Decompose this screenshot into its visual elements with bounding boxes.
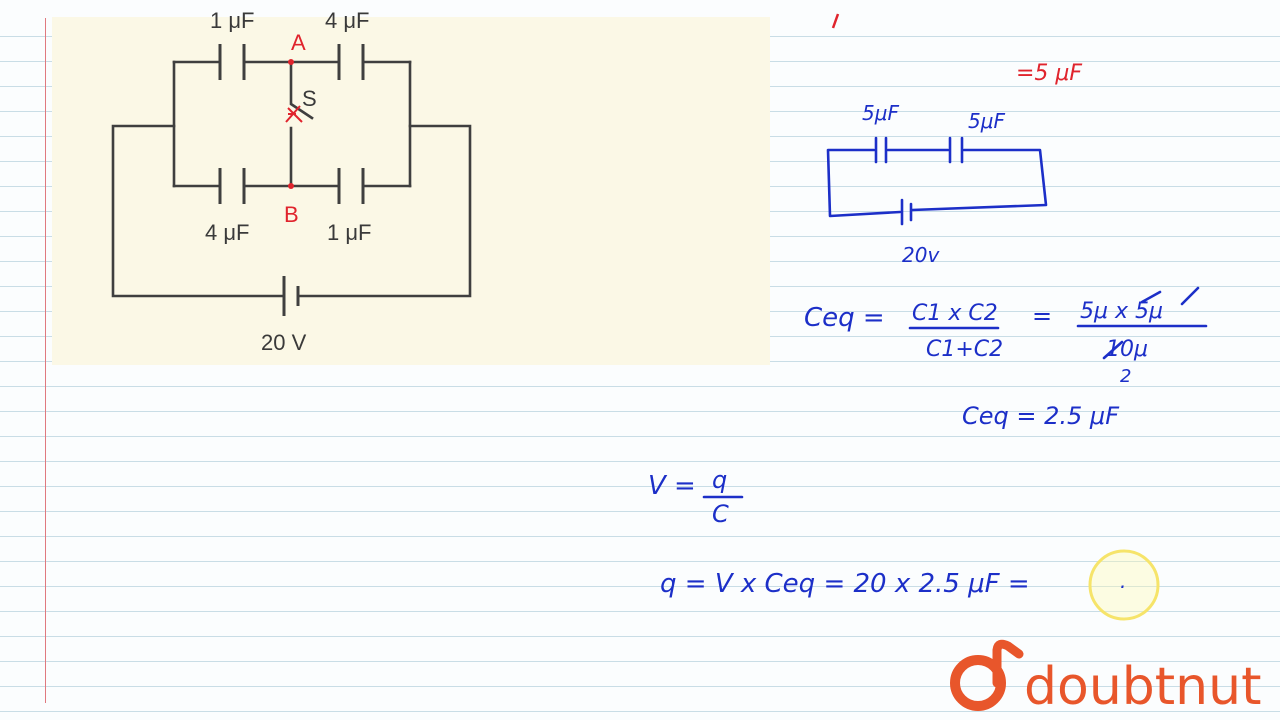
eq-battery-label: 20v (902, 243, 940, 267)
ceq-numerator: C1 x C2 (912, 301, 998, 326)
v-denominator: C (712, 500, 729, 528)
top-result: =5 μF (1016, 61, 1082, 86)
cap-top-right-label: 4 μF (325, 8, 369, 33)
red-stroke-mark (831, 13, 840, 29)
node-a-label: A (291, 30, 306, 55)
ceq-equals: = (1032, 302, 1052, 330)
ceq-lhs: Ceq = (804, 303, 885, 333)
cancel-strokes (1102, 286, 1200, 360)
battery-label: 20 V (261, 330, 307, 355)
ceq-simplified-denominator: 2 (1120, 366, 1131, 387)
circuit-diagram: 1 μF 4 μF 4 μF 1 μF 20 V A B S (111, 8, 472, 355)
switch-cross-mark (285, 105, 303, 123)
cap-bottom-right-label: 1 μF (327, 220, 371, 245)
doubtnut-logo-icon (950, 639, 1024, 711)
cursor-highlight (1088, 549, 1160, 621)
eq-cap-right-label: 5μF (968, 109, 1005, 133)
q-dot: . (1120, 569, 1126, 593)
ceq-result: Ceq = 2.5 μF (962, 402, 1120, 430)
wire-outer (111, 124, 472, 298)
logo-wordmark: doubtnut (1024, 657, 1261, 717)
margin-line (45, 18, 46, 703)
wire-switch (289, 60, 314, 188)
cap-top-left-label: 1 μF (210, 8, 254, 33)
q-equation: q = V x Ceq = 20 x 2.5 μF = (660, 569, 1030, 599)
ceq-numerator-values: 5μ x 5μ (1080, 299, 1163, 324)
v-lhs: V = (648, 471, 696, 501)
handwritten-notes: =5 μF 5μF 5μF 20v Ceq = C1 x C2 C1+C2 = … (648, 13, 1208, 621)
node-a-dot (288, 59, 294, 65)
v-numerator: q (712, 466, 727, 494)
eq-circuit-wires (826, 148, 1048, 218)
switch-label: S (302, 86, 317, 111)
ceq-denominator: C1+C2 (926, 337, 1003, 362)
node-b-dot (288, 183, 294, 189)
doubtnut-logo: doubtnut (950, 639, 1261, 717)
eq-cap-left-label: 5μF (862, 101, 899, 125)
node-b-label: B (284, 202, 299, 227)
cap-bottom-left-label: 4 μF (205, 220, 249, 245)
